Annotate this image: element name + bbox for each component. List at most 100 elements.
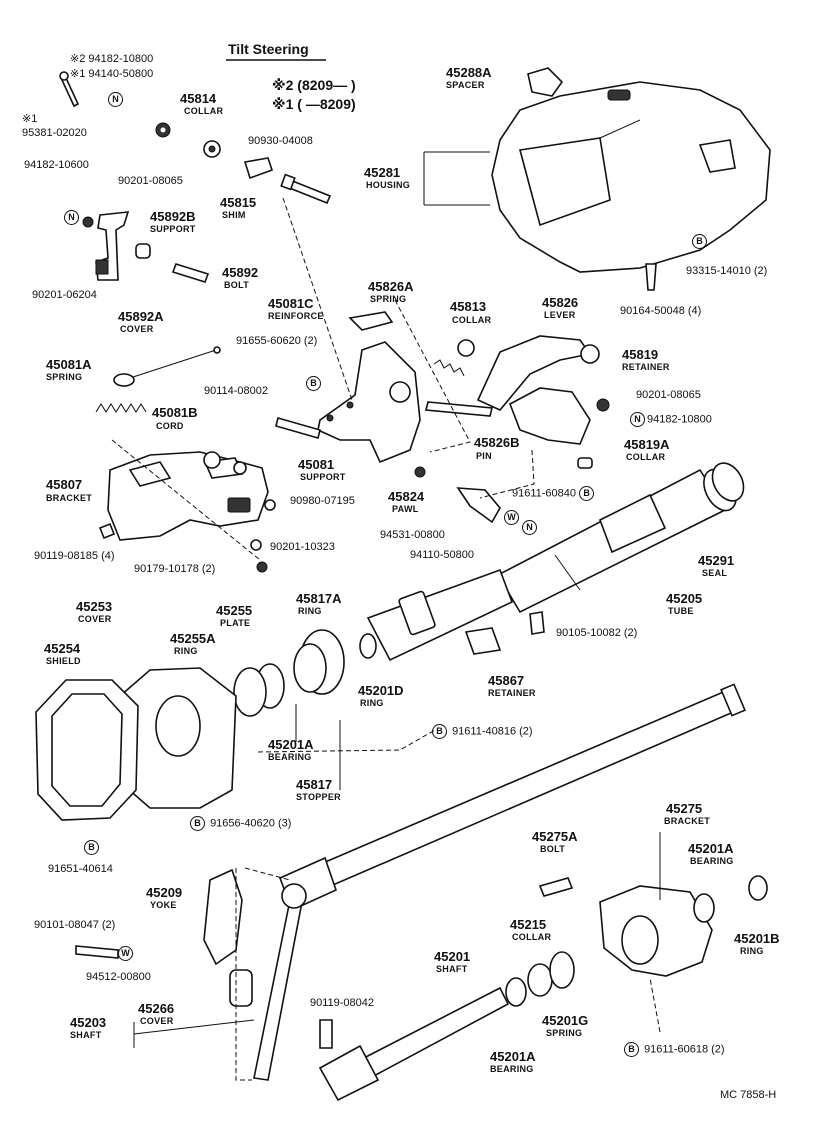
housing-45281-drawing xyxy=(491,81,771,273)
caption-pawl: PAWL xyxy=(392,504,419,514)
washer-90201-10323-drawing xyxy=(250,539,262,551)
part-90201-06204: 90201-06204 xyxy=(32,289,97,301)
leader-lines xyxy=(111,151,661,1081)
caption-ring-45201b: RING xyxy=(740,946,764,956)
caption-retainer-45867: RETAINER xyxy=(488,688,536,698)
part-45817: 45817 xyxy=(296,777,333,792)
caption-bearing-45201a-b: BEARING xyxy=(690,856,734,866)
part-90930-04008: 90930-04008 xyxy=(248,135,313,147)
caption-bearing-45201a-a: BEARING xyxy=(268,752,312,762)
pawl-45824-drawing xyxy=(456,487,501,524)
collar-45813-drawing xyxy=(457,339,475,357)
part-45826: 45826 xyxy=(542,295,579,310)
caption-ring-45817a: RING xyxy=(298,606,322,616)
caption-collar-45813: COLLAR xyxy=(452,315,492,325)
part-45201a-a: 45201A xyxy=(268,737,314,752)
caption-reinforce: REINFORCE xyxy=(268,311,324,321)
bolt-90101-drawing xyxy=(75,945,119,959)
part-90101-08047: 90101-08047 (2) xyxy=(34,919,116,931)
caption-bracket-45275: BRACKET xyxy=(664,816,711,826)
caption-cover-45266: COVER xyxy=(140,1016,174,1026)
shim-45815-drawing xyxy=(243,157,274,180)
part-90105-10082: 90105-10082 (2) xyxy=(556,627,638,639)
nut-90179-drawing xyxy=(256,561,268,573)
part-45807: 45807 xyxy=(46,477,83,492)
part-94531-00800: 94531-00800 xyxy=(380,529,445,541)
cover-45266-drawing xyxy=(229,969,253,1007)
caption-housing: HOUSING xyxy=(366,180,411,190)
ring-45201d-drawing xyxy=(359,633,377,659)
caption-spring-45081a: SPRING xyxy=(46,372,83,382)
part-90164-50048: 90164-50048 (4) xyxy=(620,305,702,317)
spring-45201g-drawing xyxy=(549,951,575,989)
support-45892b-drawing xyxy=(95,211,130,281)
part-45819: 45819 xyxy=(622,347,659,362)
caption-spring-45201g: SPRING xyxy=(546,1028,583,1038)
part-45892b: 45892B xyxy=(150,209,196,224)
part-91611-60618-text: 91611-60618 (2) xyxy=(644,1043,725,1056)
collar-45814-drawing xyxy=(203,140,221,158)
part-45826b: 45826B xyxy=(474,435,520,450)
part-90119-08042: 90119-08042 xyxy=(310,997,375,1009)
caption-plate: PLATE xyxy=(220,618,251,628)
legend-star1: ※1 ( —8209) xyxy=(272,97,356,111)
caption-pin: PIN xyxy=(476,451,492,461)
part-45081: 45081 xyxy=(298,457,335,472)
caption-bearing-45201a-c: BEARING xyxy=(490,1064,534,1074)
legend-star2-value: (8209— ) xyxy=(297,77,356,93)
symbol-n-1: N xyxy=(108,92,125,107)
spring-45826a-drawing xyxy=(433,359,465,377)
part-45254: 45254 xyxy=(44,641,81,656)
nut-45824-drawing xyxy=(414,466,426,478)
part-45867: 45867 xyxy=(488,673,525,688)
legend-star2: ※2 (8209— ) xyxy=(272,78,356,92)
part-94140-50800: ※1 94140-50800 xyxy=(70,68,154,80)
part-45201b: 45201B xyxy=(734,931,780,946)
part-45209: 45209 xyxy=(146,885,183,900)
caption-collar-45215: COLLAR xyxy=(512,932,552,942)
part-94182-10600: 94182-10600 xyxy=(24,159,89,171)
part-45215: 45215 xyxy=(510,917,547,932)
bearing-45201a-b-drawing xyxy=(693,893,715,923)
caption-spacer: SPACER xyxy=(446,80,485,90)
symbol-w-2: W xyxy=(118,946,135,961)
part-45275: 45275 xyxy=(666,801,703,816)
part-45281: 45281 xyxy=(364,165,401,180)
part-90980-07195: 90980-07195 xyxy=(290,495,355,507)
caption-tube: TUBE xyxy=(668,606,694,616)
retainer-45867-drawing xyxy=(464,627,502,655)
screw-90119-08042-drawing xyxy=(319,1019,333,1049)
caption-collar-45819a: COLLAR xyxy=(626,452,666,462)
shaft-45203-drawing xyxy=(253,883,307,1081)
collar-45215-drawing xyxy=(527,963,553,997)
seal-45291-drawing xyxy=(711,462,745,502)
part-45819a: 45819A xyxy=(624,437,670,452)
nut-90980-drawing xyxy=(264,499,276,511)
part-94512-00800: 94512-00800 xyxy=(86,971,151,983)
part-95381-02020: 95381-02020 xyxy=(22,127,87,139)
cord-45081b-drawing xyxy=(113,346,221,387)
caption-yoke: YOKE xyxy=(150,900,177,910)
part-90114-08002: 90114-08002 xyxy=(204,385,269,397)
part-45275a: 45275A xyxy=(532,829,578,844)
part-45081a: 45081A xyxy=(46,357,92,372)
part-45081b: 45081B xyxy=(152,405,198,420)
ring-stopper-stack-drawing xyxy=(233,629,345,717)
part-45815: 45815 xyxy=(220,195,257,210)
spacer-45288a-drawing xyxy=(527,67,564,97)
part-45201: 45201 xyxy=(434,949,471,964)
part-91611-60840: 91611-60840 B xyxy=(512,486,596,501)
caption-bolt-45892: BOLT xyxy=(224,280,250,290)
bearing-45201a-c-drawing xyxy=(505,977,527,1007)
bolt-drawing-95381 xyxy=(59,71,80,108)
part-90179-10178: 90179-10178 (2) xyxy=(134,563,216,575)
column-upper-drawing xyxy=(366,568,514,662)
symbol-w-1: W xyxy=(504,510,521,525)
ring-45201b-drawing xyxy=(748,875,768,901)
symbol-n-3: N xyxy=(522,520,539,535)
symbol-b-1: B xyxy=(306,376,323,391)
part-45201d: 45201D xyxy=(358,683,404,698)
part-45266: 45266 xyxy=(138,1001,175,1016)
legend-star2-prefix: ※2 xyxy=(272,77,294,93)
